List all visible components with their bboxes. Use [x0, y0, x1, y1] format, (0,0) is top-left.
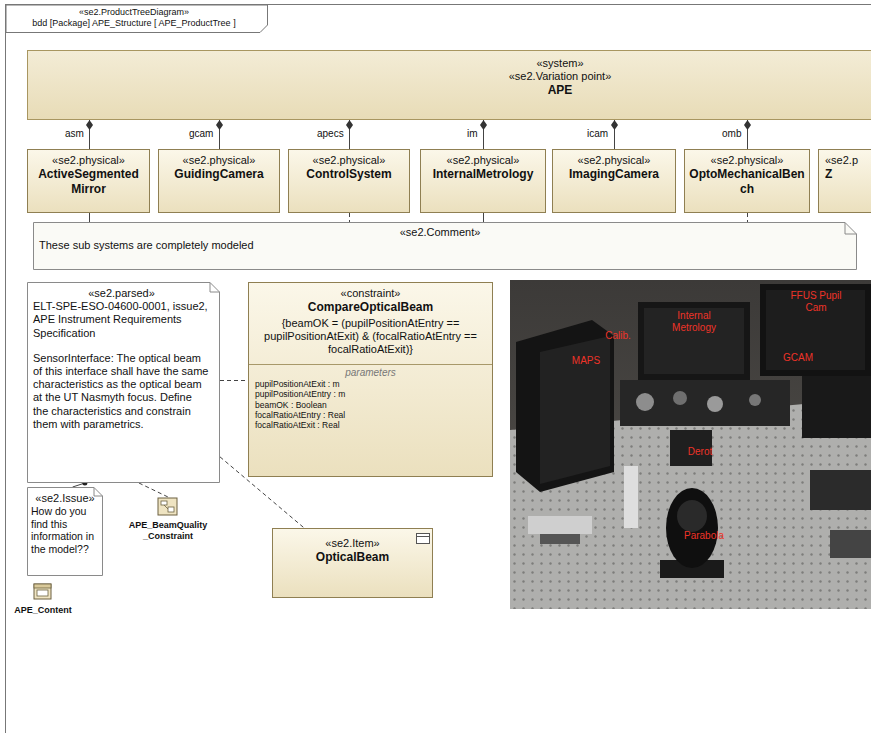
composition-head — [480, 120, 487, 130]
part-block: «se2.physical»GuidingCamera — [158, 149, 280, 213]
node-text: «se2.p — [823, 154, 871, 167]
photo-callout: Derot — [680, 446, 720, 458]
node-text: focalRatioAtEntry : Real — [249, 410, 492, 420]
node-text: How do you find this information in the … — [31, 505, 99, 555]
node-text: pupilPositionAtEntry : m — [249, 389, 492, 399]
diagram-icon-graphic — [157, 497, 179, 517]
node-text: «se2.parsed» — [33, 287, 210, 300]
node-text: CompareOpticalBeam — [249, 300, 492, 314]
item-block: «se2.Item»OpticalBeam — [272, 528, 433, 598]
role-label: apecs — [316, 128, 345, 139]
node-text: ELT-SPE-ESO-04600-0001, issue2, APE Inst… — [33, 300, 210, 340]
node-text: OpticalBeam — [277, 550, 428, 564]
issue-note: «se2.Issue»How do you find this informat… — [27, 487, 103, 576]
connector — [483, 213, 484, 222]
photo-callout: Calib. — [598, 330, 638, 342]
node-text: ControlSystem — [293, 167, 405, 181]
node-text: These sub systems are completely modeled — [39, 239, 841, 252]
role-label: gcam — [188, 128, 214, 139]
frame-tab: «se2.ProductTreeDiagram»bdd [Package] AP… — [6, 5, 268, 33]
part-block: «se2.pZ — [818, 149, 871, 213]
connector — [747, 213, 748, 222]
node-text: «se2.physical» — [689, 154, 805, 167]
part-block: «se2.physical»InternalMetrology — [420, 149, 546, 213]
composition-head — [86, 120, 93, 130]
constraint-block: «constraint»CompareOpticalBeam {beamOK = … — [248, 282, 493, 477]
role-label: im — [466, 128, 479, 139]
node-text: «se2.physical» — [163, 154, 275, 167]
node-text: «system» — [32, 57, 871, 70]
node-text: Z — [823, 167, 871, 181]
connector — [89, 213, 90, 222]
node-text: «se2.physical» — [425, 154, 541, 167]
connector — [139, 483, 168, 497]
node-text: ImagingCamera — [557, 167, 671, 181]
node-text: SensorInterface: The optical beam of thi… — [33, 352, 210, 431]
requirement-note: «se2.parsed»ELT-SPE-ESO-04600-0001, issu… — [27, 282, 220, 483]
part-block: «se2.physical»ImagingCamera — [552, 149, 676, 213]
role-label: asm — [64, 128, 85, 139]
node-text: «se2.Item» — [277, 537, 428, 550]
node-text: «se2.Variation point» — [32, 70, 871, 83]
part-block: «se2.physical»OptoMechanicalBench — [684, 149, 810, 213]
node-text: «se2.physical» — [293, 154, 405, 167]
frame-title: «se2.ProductTreeDiagram» — [12, 7, 256, 18]
node-text: focalRatioAtExit : Real — [249, 420, 492, 430]
comment-note: «se2.Comment»These sub systems are compl… — [33, 222, 857, 270]
diagram-frame: «se2.ProductTreeDiagram»bdd [Package] AP… — [5, 4, 871, 733]
node-text: «se2.physical» — [557, 154, 671, 167]
node-text: APE_BeamQuality _Constraint — [118, 520, 218, 542]
node-text: OptoMechanicalBench — [689, 167, 805, 196]
role-label: icam — [586, 128, 609, 139]
node-text: ActiveSegmented Mirror — [32, 167, 145, 196]
photo-callout: GCAM — [776, 352, 820, 364]
photo-callout: Internal Metrology — [662, 310, 726, 333]
node-text: APE — [32, 83, 871, 97]
node-text: parameters — [249, 364, 492, 379]
connector — [349, 213, 350, 222]
system-block: «system»«se2.Variation point»APE — [27, 50, 871, 120]
node-text: {beamOK = (pupilPositionAtEntry == pupil… — [249, 317, 492, 357]
node-text: «constraint» — [249, 287, 492, 300]
node-text: «se2.Comment» — [39, 226, 841, 239]
composition-head — [216, 120, 223, 130]
composition-head — [346, 120, 353, 130]
composition-head — [611, 120, 618, 130]
composition-head — [744, 120, 751, 130]
frame-title: bdd [Package] APE_Structure [ APE_Produc… — [12, 18, 256, 29]
part-block: «se2.physical»ActiveSegmented Mirror — [27, 149, 150, 213]
node-text: APE_Content — [10, 605, 76, 616]
photo-callout: MAPS — [566, 355, 606, 367]
photo-callout: FFUS Pupil Cam — [786, 290, 846, 313]
node-text: beamOK : Boolean — [249, 400, 492, 410]
part-block: «se2.physical»ControlSystem — [288, 149, 410, 213]
node-text: GuidingCamera — [163, 167, 275, 181]
role-label: omb — [721, 128, 742, 139]
item-icon — [416, 533, 430, 544]
photo-callout: Parabola — [674, 530, 734, 542]
connector — [220, 380, 248, 381]
node-text: «se2.Issue» — [31, 492, 99, 505]
node-text: pupilPositionAtExit : m — [249, 379, 492, 389]
node-text: InternalMetrology — [425, 167, 541, 181]
node-text: «se2.physical» — [32, 154, 145, 167]
diagram-icon-graphic — [33, 583, 53, 601]
